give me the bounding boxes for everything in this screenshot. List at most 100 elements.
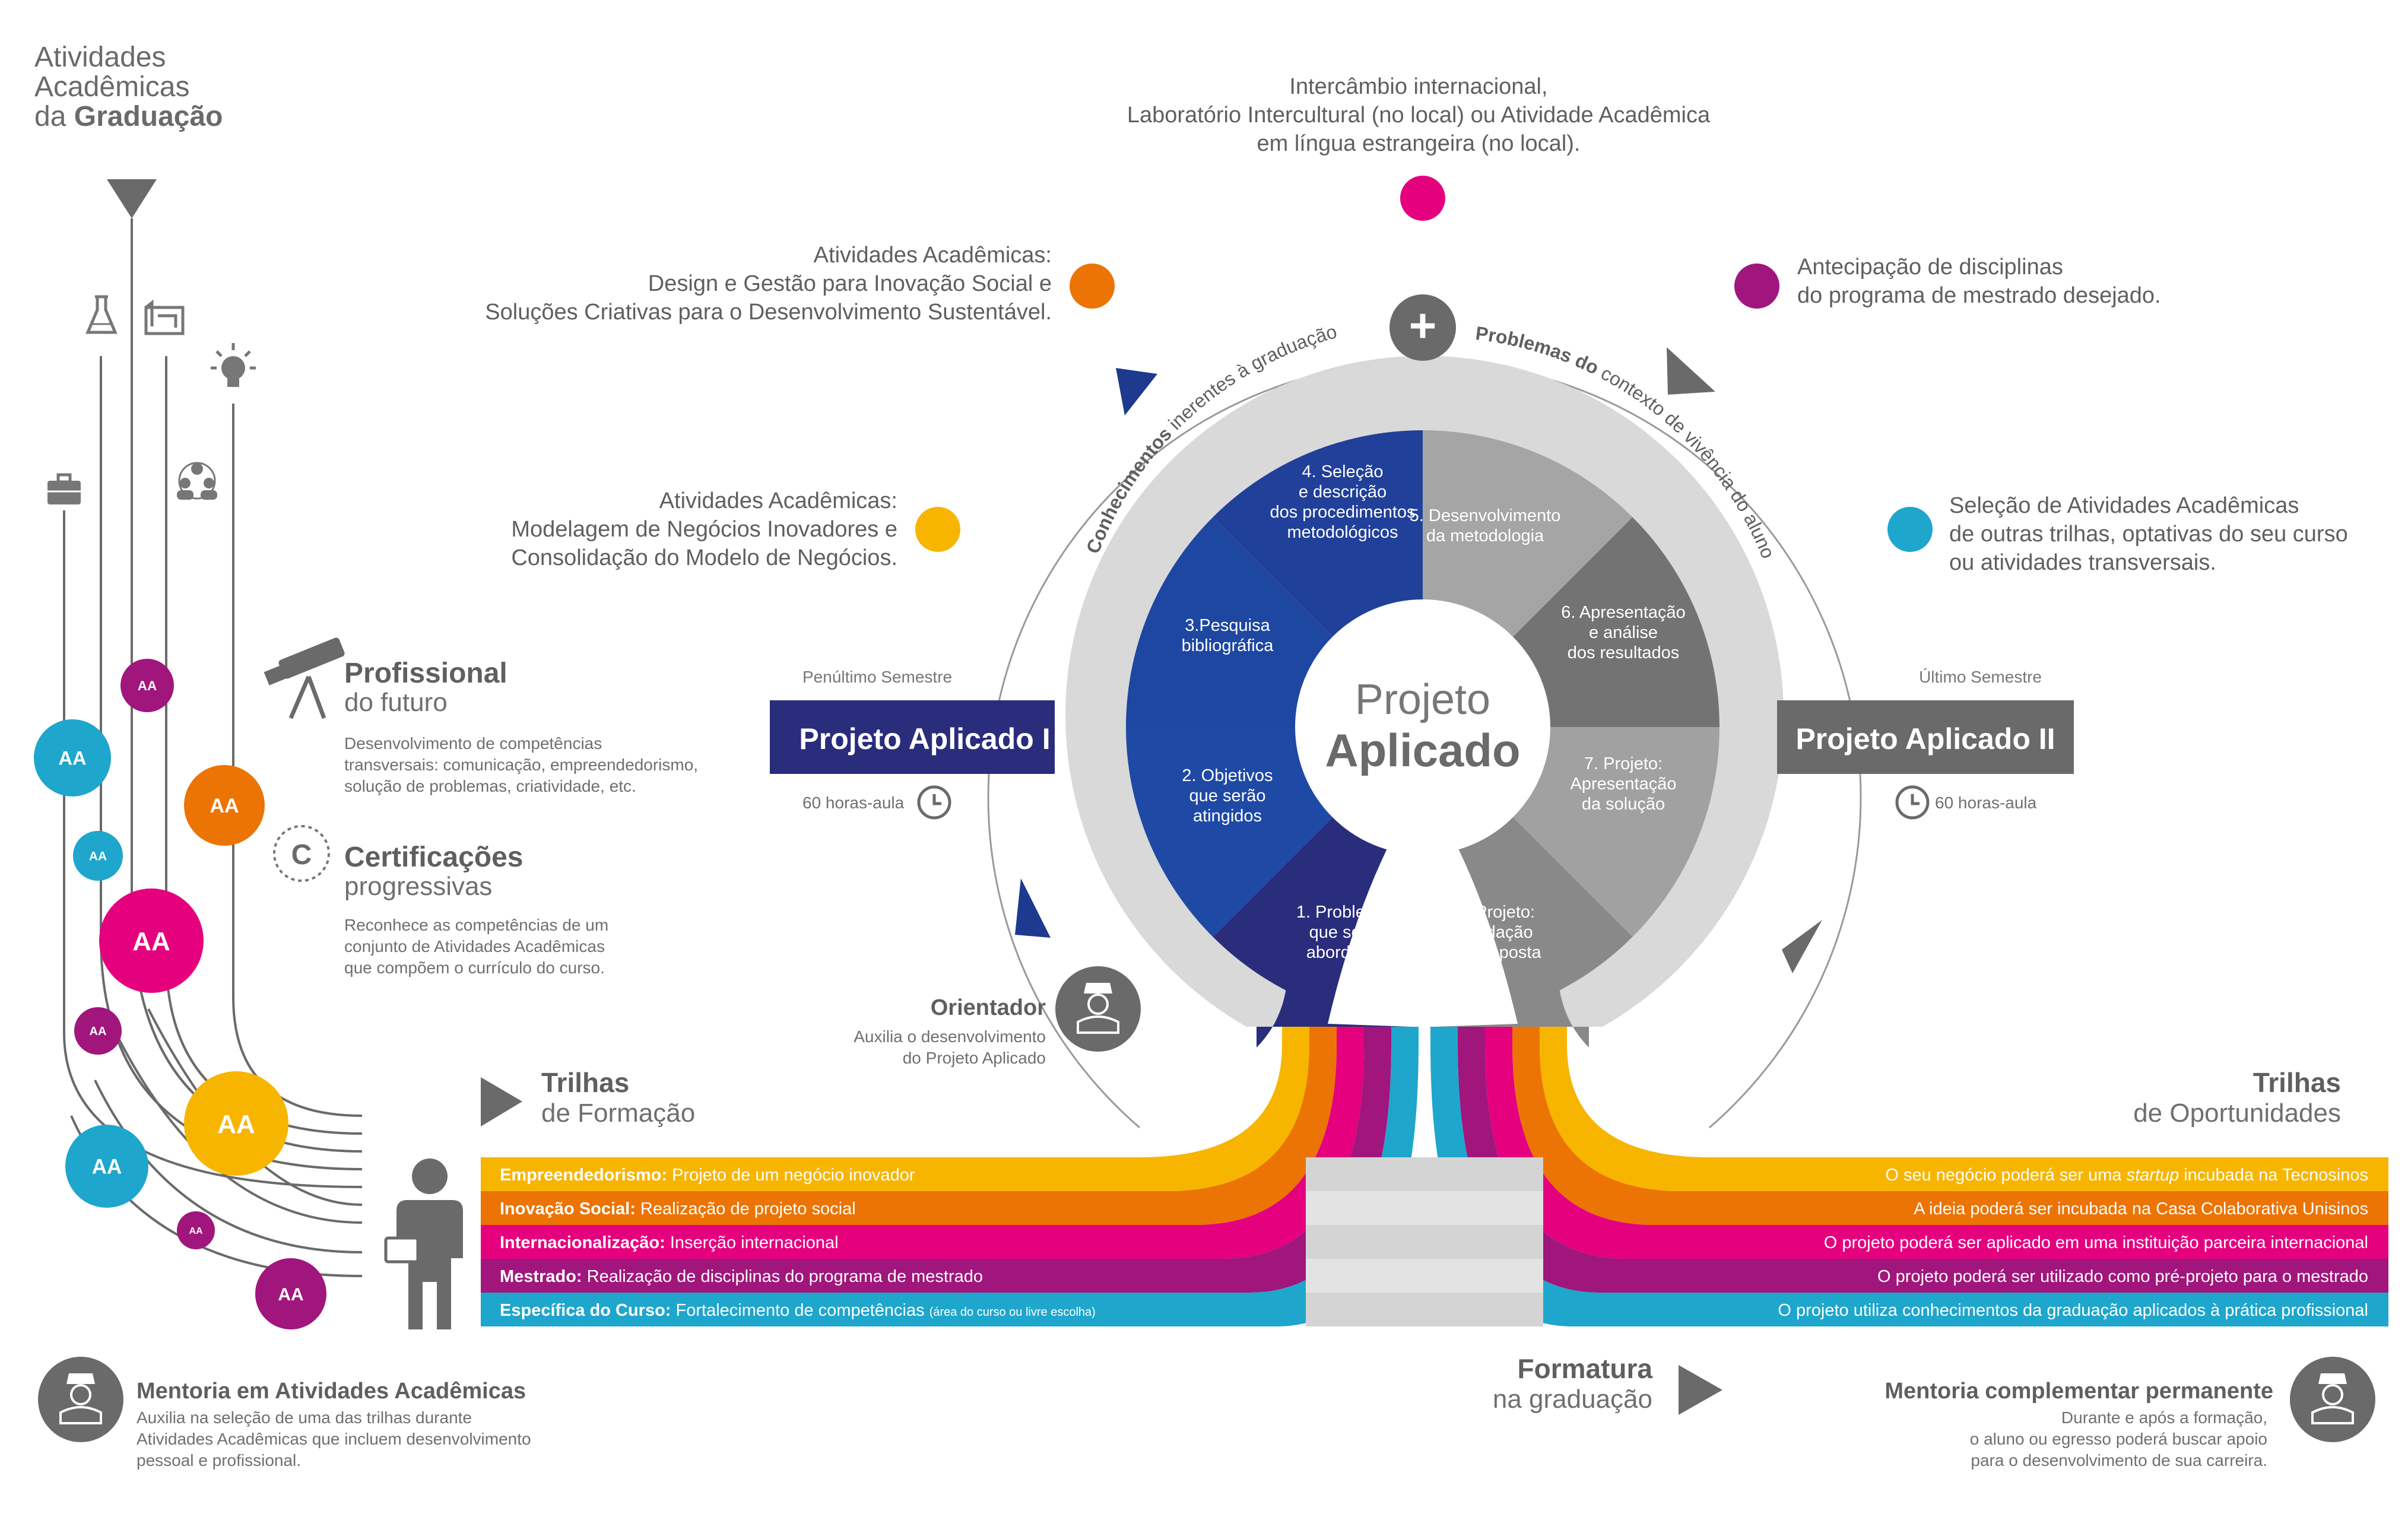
aa-bubble-label: AA (90, 1025, 107, 1038)
svg-text:Soluções Criativas para o Dese: Soluções Criativas para o Desenvolviment… (485, 300, 1052, 325)
svg-text:que serão: que serão (1189, 786, 1266, 805)
briefcase-icon (47, 473, 81, 504)
ribbon-left (1167, 1027, 1337, 1225)
profissional-section: Profissional do futuro Desenvolvimento d… (344, 658, 698, 795)
option-design: Atividades Acadêmicas: Design e Gestão p… (485, 243, 1052, 325)
svg-text:que será: que será (1309, 923, 1377, 942)
ribbon-right (1512, 1027, 1682, 1225)
formatura-section: Formatura na graduação (1493, 1353, 1653, 1414)
track-right-text: O seu negócio poderá ser uma startup inc… (1885, 1166, 2368, 1185)
svg-text:C: C (291, 839, 312, 871)
center-title-light: Projeto (1355, 676, 1490, 723)
svg-text:transversais: comunicação, emp: transversais: comunicação, empreendedori… (344, 756, 698, 774)
svg-text:6. Apresentação: 6. Apresentação (1561, 603, 1686, 622)
lightbulb-icon (211, 343, 256, 387)
svg-text:Modelagem de Negócios Inovador: Modelagem de Negócios Inovadores e (511, 517, 897, 542)
svg-text:Intercâmbio internacional,: Intercâmbio internacional, (1289, 74, 1547, 99)
team-icon (177, 462, 217, 500)
track-bar-right (1668, 1225, 2388, 1259)
certificacoes-badge: C (273, 825, 330, 882)
trilhas-oportunidades-title: Trilhas de Oportunidades (2133, 1067, 2341, 1128)
svg-text:o aluno ou egresso poderá busc: o aluno ou egresso poderá buscar apoio (1970, 1430, 2267, 1448)
track-center-band (1306, 1259, 1543, 1293)
aa-bubble-label: AA (89, 850, 107, 864)
svg-text:do programa de mestrado deseja: do programa de mestrado desejado. (1797, 283, 2161, 308)
svg-text:4. Seleção: 4. Seleção (1302, 462, 1383, 481)
svg-text:para o desenvolvimento de sua: para o desenvolvimento de sua carreira. (1971, 1451, 2267, 1469)
aa-bubble: AA (184, 1071, 288, 1176)
svg-text:solução de problemas, criativi: solução de problemas, criatividade, etc. (344, 777, 636, 795)
svg-text:dos procedimentos: dos procedimentos (1270, 503, 1415, 522)
svg-text:Trilhas: Trilhas (541, 1067, 629, 1098)
track-bar-left (481, 1259, 1181, 1293)
svg-text:Validação: Validação (1458, 923, 1533, 942)
aa-bubble: AA (120, 659, 174, 712)
aa-bubble: AA (255, 1258, 326, 1329)
svg-text:Antecipação de disciplinas: Antecipação de disciplinas (1797, 255, 2063, 280)
telescope-icon (264, 637, 345, 719)
svg-text:Auxilia o desenvolvimento: Auxilia o desenvolvimento (854, 1027, 1046, 1046)
flask-icon (85, 295, 118, 334)
mentoria-perm-section: Mentoria complementar permanente Durante… (1884, 1379, 2273, 1469)
project-left: Penúltimo Semestre Projeto Aplicado I 60… (770, 668, 1055, 812)
aa-bubble: AA (184, 765, 265, 846)
clock-icon (917, 785, 951, 820)
aa-bubble-label: AA (217, 1110, 255, 1139)
mentoria-icon (38, 1357, 123, 1442)
project-aplicado-i-bar (770, 700, 1055, 774)
design-dot (1070, 264, 1115, 309)
svg-text:Acadêmicas: Acadêmicas (34, 71, 189, 103)
business-dot (915, 507, 960, 552)
svg-text:Desenvolvimento de competência: Desenvolvimento de competências (344, 734, 602, 753)
formatura-arrow-icon (1679, 1365, 1722, 1415)
track-left-text: Internacionalização: Inserção internacio… (500, 1233, 839, 1252)
svg-text:progressivas: progressivas (344, 872, 492, 901)
mentoria-section: Mentoria em Atividades Acadêmicas Auxili… (137, 1379, 531, 1469)
track-right-text: O projeto poderá ser aplicado em uma ins… (1824, 1233, 2368, 1252)
svg-text:da metodologia: da metodologia (1426, 526, 1544, 545)
aa-bubble: AA (99, 888, 204, 993)
svg-text:pessoal e profissional.: pessoal e profissional. (137, 1451, 301, 1469)
track-bar-left (481, 1157, 1181, 1191)
orientador-section: Orientador Auxilia o desenvolvimento do … (854, 995, 1046, 1067)
svg-text:Projeto Aplicado I: Projeto Aplicado I (799, 722, 1050, 756)
track-left-text: Empreendedorismo: Projeto de um negócio … (500, 1166, 915, 1185)
svg-text:atingidos: atingidos (1193, 807, 1262, 826)
aa-bubble: AA (34, 719, 111, 796)
track-center-band (1306, 1191, 1543, 1225)
aa-bubble: AA (73, 831, 123, 881)
svg-text:Orientador: Orientador (931, 995, 1046, 1020)
aa-bubble-label: AA (138, 678, 157, 693)
track-right-text: A ideia poderá ser incubada na Casa Cola… (1914, 1199, 2368, 1218)
track-center-band (1306, 1225, 1543, 1259)
trilhas-formacao-arrow-icon (481, 1077, 522, 1126)
svg-text:Mentoria em Atividades Acadêmi: Mentoria em Atividades Acadêmicas (137, 1379, 526, 1404)
svg-text:5. Desenvolvimento: 5. Desenvolvimento (1410, 506, 1561, 525)
track-left-text: Inovação Social: Realização de projeto s… (500, 1199, 856, 1218)
svg-text:e análise: e análise (1589, 623, 1658, 642)
center-title-bold: Aplicado (1325, 724, 1520, 776)
svg-text:Atividades Acadêmicas que incl: Atividades Acadêmicas que incluem desenv… (137, 1430, 531, 1448)
track-bars: Empreendedorismo: Projeto de um negócio … (481, 1157, 2388, 1326)
wheel-center (1295, 599, 1550, 855)
clock-icon-right (1895, 785, 1930, 820)
svg-text:Certificações: Certificações (344, 842, 523, 873)
track-left-text: Mestrado: Realização de disciplinas do p… (500, 1267, 983, 1286)
certificacoes-section: Certificações progressivas Reconhece as … (344, 842, 608, 977)
track-bar-right (1668, 1259, 2388, 1293)
aa-bubble-label: AA (210, 795, 239, 817)
svg-text:60 horas-aula: 60 horas-aula (802, 793, 905, 812)
svg-text:de Oportunidades: de Oportunidades (2133, 1099, 2341, 1128)
svg-text:conjunto de Atividades Acadêmi: conjunto de Atividades Acadêmicas (344, 937, 605, 956)
track-bar-right (1668, 1191, 2388, 1225)
plus-badge (1389, 294, 1456, 361)
svg-text:Apresentação: Apresentação (1571, 775, 1677, 793)
aa-bubble-label: AA (278, 1285, 303, 1304)
